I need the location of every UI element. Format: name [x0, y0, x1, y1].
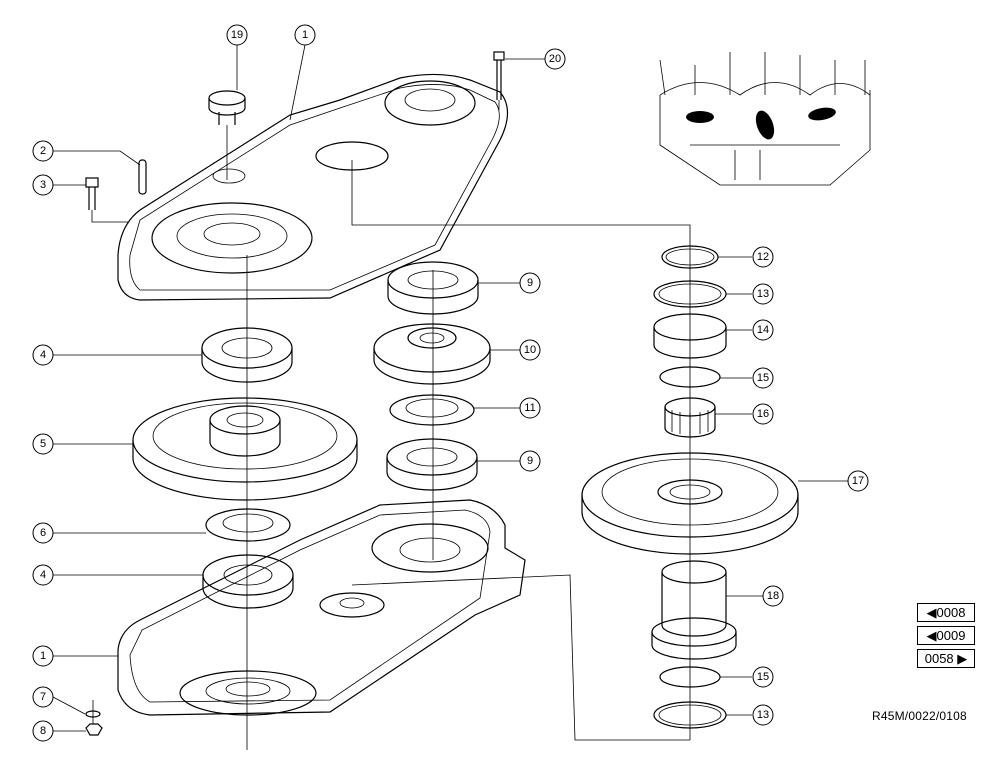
callout-19: 19 — [226, 24, 248, 46]
callout-15-top: 15 — [752, 367, 774, 389]
callout-4-bottom: 4 — [32, 564, 54, 586]
svg-text:13: 13 — [757, 288, 769, 300]
callout-15-bottom: 15 — [752, 666, 774, 688]
callout-17: 17 — [847, 470, 869, 492]
spacer-middle — [389, 394, 475, 426]
leader-lines — [52, 44, 848, 732]
plug-19 — [208, 90, 246, 125]
callout-11: 11 — [519, 397, 541, 419]
callout-16: 16 — [752, 403, 774, 425]
bolt-20 — [493, 51, 505, 100]
hub-18 — [651, 560, 737, 660]
pin-2 — [138, 159, 147, 195]
reference-code: R45M/0022/0108 — [872, 709, 967, 723]
spacer-left — [205, 508, 291, 542]
nav-link-0008[interactable]: ◀0008 — [917, 603, 975, 622]
svg-text:8: 8 — [40, 725, 46, 737]
callout-4-top: 4 — [32, 344, 54, 366]
callout-1-top: 1 — [294, 24, 316, 46]
callout-13-bottom: 13 — [752, 704, 774, 726]
nav-link-0009[interactable]: ◀0009 — [917, 626, 975, 645]
nav-link-0058[interactable]: 0058 ▶ — [917, 649, 975, 668]
bearing-lower-middle — [386, 438, 478, 491]
svg-text:13: 13 — [757, 709, 769, 721]
svg-text:2: 2 — [40, 145, 46, 157]
svg-text:9: 9 — [527, 277, 533, 289]
upper-cover — [117, 73, 509, 301]
nav-link-0008-label: ◀0008 — [926, 605, 966, 620]
callout-12: 12 — [752, 246, 774, 268]
callout-9-bottom: 9 — [519, 450, 541, 472]
callout-20: 20 — [544, 48, 566, 70]
svg-text:4: 4 — [40, 349, 46, 361]
svg-text:12: 12 — [757, 251, 769, 263]
svg-text:15: 15 — [757, 372, 769, 384]
svg-text:5: 5 — [40, 438, 46, 450]
callout-1-bottom: 1 — [32, 645, 54, 667]
nut-8 — [85, 723, 103, 736]
nav-link-0009-label: ◀0009 — [926, 628, 966, 643]
svg-text:18: 18 — [767, 590, 779, 602]
callout-14: 14 — [752, 319, 774, 341]
svg-text:9: 9 — [527, 455, 533, 467]
sprocket-small — [373, 323, 491, 385]
svg-text:7: 7 — [40, 691, 46, 703]
svg-text:11: 11 — [524, 402, 535, 414]
callout-9-top: 9 — [519, 272, 541, 294]
svg-text:1: 1 — [302, 29, 308, 41]
inset-illustration — [659, 52, 871, 186]
svg-text:10: 10 — [524, 344, 536, 356]
nav-link-0058-label: 0058 ▶ — [924, 651, 968, 666]
callout-2: 2 — [32, 140, 54, 162]
svg-text:6: 6 — [40, 527, 46, 539]
callout-5: 5 — [32, 433, 54, 455]
svg-text:1: 1 — [40, 650, 46, 662]
svg-text:14: 14 — [757, 324, 769, 336]
svg-text:15: 15 — [757, 671, 769, 683]
callout-10: 10 — [519, 339, 541, 361]
bolt-3 — [85, 177, 99, 210]
callout-13-top: 13 — [752, 283, 774, 305]
axis-lines — [91, 100, 691, 750]
svg-text:3: 3 — [40, 179, 46, 191]
svg-text:17: 17 — [852, 475, 864, 487]
callout-18: 18 — [762, 585, 784, 607]
lower-cover — [117, 499, 526, 716]
gear-large-left — [132, 397, 358, 501]
callout-3: 3 — [32, 174, 54, 196]
callout-6: 6 — [32, 522, 54, 544]
callout-8: 8 — [32, 720, 54, 742]
svg-text:16: 16 — [757, 408, 769, 420]
callout-7: 7 — [32, 686, 54, 708]
svg-text:4: 4 — [40, 569, 46, 581]
svg-text:19: 19 — [231, 29, 243, 41]
svg-text:20: 20 — [549, 53, 561, 65]
